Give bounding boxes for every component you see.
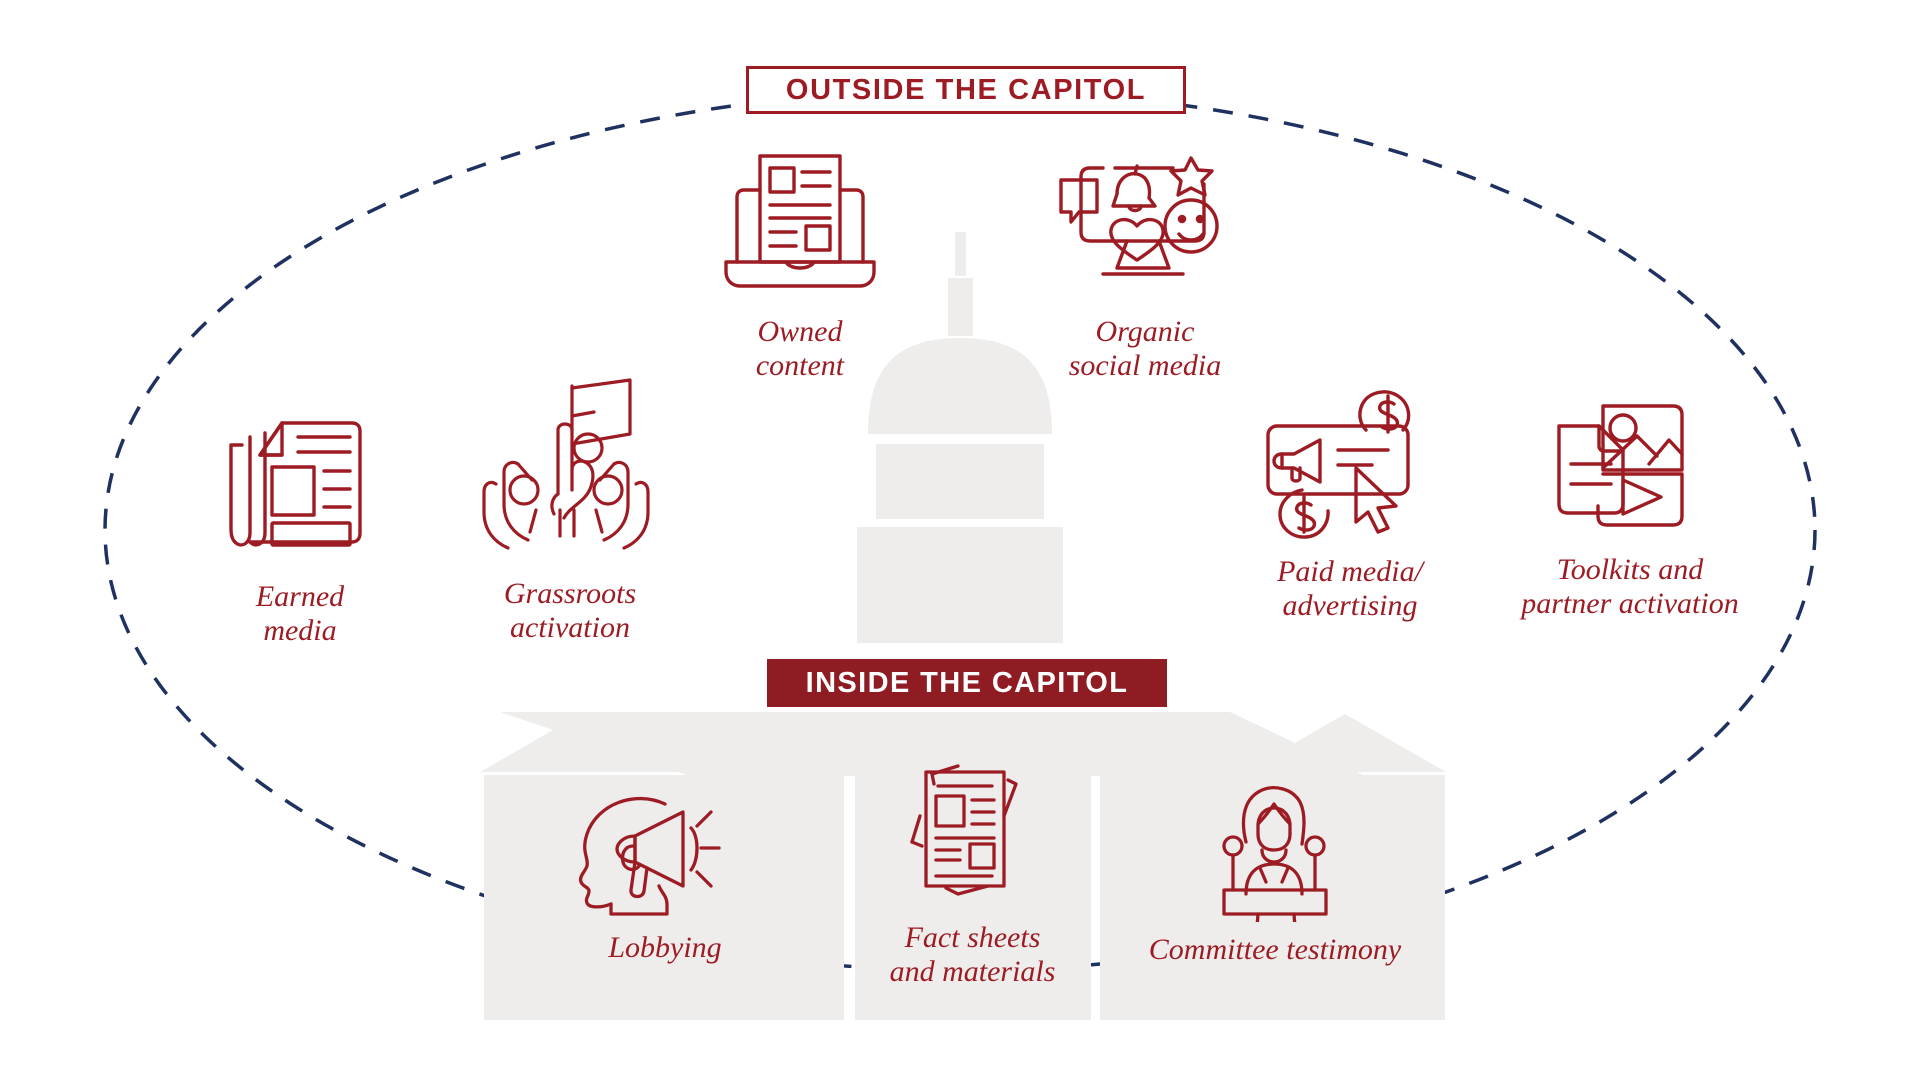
outside-the-capitol-banner: OUTSIDE THE CAPITOL [746, 66, 1186, 114]
outside-item-toolkits[interactable]: Toolkits and partner activation [1500, 398, 1760, 620]
inside-banner-label: INSIDE THE CAPITOL [805, 666, 1129, 699]
head-megaphone-icon [573, 790, 758, 925]
capitol-left-roof-shape [480, 714, 682, 772]
capitol-spire [955, 232, 966, 276]
inside-item-label-fact-sheets: Fact sheets and materials [889, 921, 1056, 988]
outside-item-label-organic-social-media: Organic social media [1068, 315, 1222, 382]
monitor-social-icon [1055, 150, 1235, 305]
outside-item-grassroots-activation[interactable]: Grassroots activation [460, 372, 680, 644]
inside-the-capitol-banner: INSIDE THE CAPITOL [767, 659, 1167, 707]
outside-item-label-toolkits: Toolkits and partner activation [1521, 553, 1739, 620]
megaphone-ad-icon [1260, 380, 1440, 545]
inside-item-lobbying[interactable]: Lobbying [545, 790, 785, 965]
outside-item-label-earned-media: Earned media [255, 580, 345, 647]
media-kit-icon [1545, 398, 1715, 543]
inside-item-committee-testimony[interactable]: Committee testimony [1130, 782, 1420, 967]
hands-flag-icon [480, 372, 660, 567]
capitol-right-roof-shape [1244, 714, 1446, 772]
capitol-finial [948, 278, 973, 336]
documents-stack-icon [900, 760, 1045, 915]
capitol-dome [868, 338, 1052, 434]
outside-item-owned-content[interactable]: Owned content [700, 150, 900, 382]
inside-item-fact-sheets[interactable]: Fact sheets and materials [865, 760, 1080, 988]
capitol-base [857, 527, 1063, 643]
witness-podium-icon [1200, 782, 1350, 942]
inside-item-label-committee-testimony: Committee testimony [1148, 933, 1402, 966]
outside-item-label-owned-content: Owned content [755, 315, 845, 382]
newspaper-icon [220, 415, 380, 570]
outside-item-earned-media[interactable]: Earned media [200, 415, 400, 647]
outside-item-paid-media[interactable]: Paid media/ advertising [1240, 380, 1460, 622]
laptop-document-icon [720, 150, 880, 305]
outside-banner-label: OUTSIDE THE CAPITOL [785, 73, 1147, 106]
inside-item-label-lobbying: Lobbying [608, 931, 722, 964]
outside-item-organic-social-media[interactable]: Organic social media [1030, 150, 1260, 382]
outside-item-label-paid-media: Paid media/ advertising [1277, 555, 1423, 622]
outside-item-label-grassroots-activation: Grassroots activation [503, 577, 637, 644]
capitol-drum [876, 444, 1044, 519]
capitol-right-body [1100, 775, 1445, 1020]
capitol-center-roof-shape [500, 712, 1365, 776]
